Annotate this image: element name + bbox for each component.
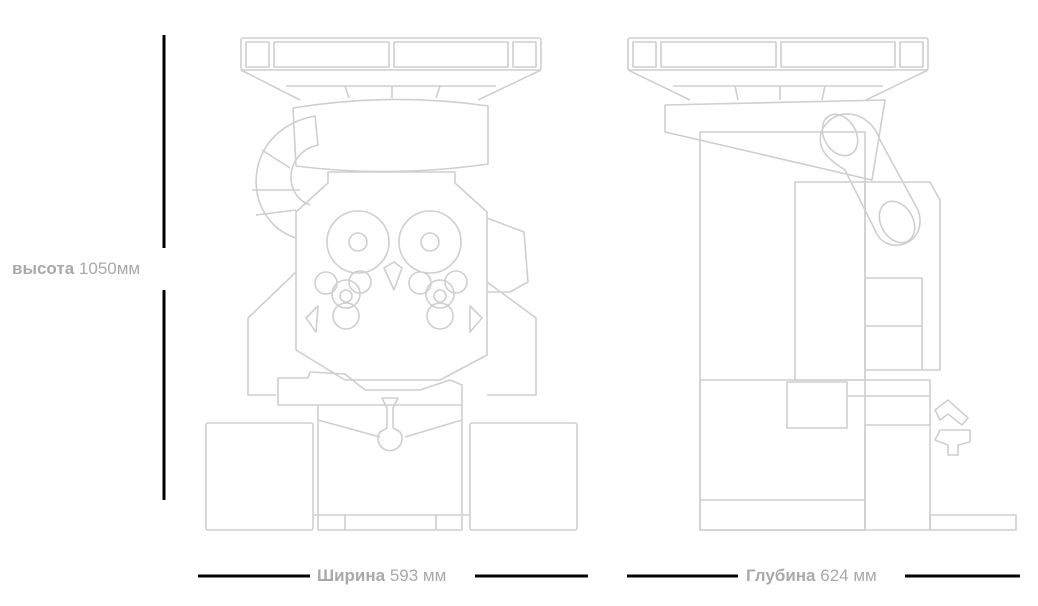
width-label-value: 593 мм <box>389 566 447 585</box>
width-label: Ширина 593 мм <box>317 566 447 586</box>
side-body <box>699 131 866 531</box>
side-foot <box>929 514 1017 531</box>
main-body <box>295 171 488 381</box>
depth-label-value: 624 мм <box>820 566 877 585</box>
side-top-tray <box>627 37 929 101</box>
right-knife <box>408 270 468 330</box>
height-label-name: высота <box>12 259 75 278</box>
side-press-wedge <box>664 99 886 181</box>
depth-label: Глубина 624 мм <box>746 566 877 586</box>
right-bin <box>469 422 578 531</box>
right-side-panel <box>486 217 529 293</box>
side-view <box>627 37 1017 531</box>
top-tray <box>240 37 542 101</box>
front-view <box>205 37 578 531</box>
width-label-name: Ширина <box>317 566 386 585</box>
left-bin <box>205 422 314 531</box>
left-roller <box>326 210 390 274</box>
feeder-arc <box>255 115 319 239</box>
height-label-value: 1050мм <box>78 259 141 278</box>
right-wing <box>486 281 537 396</box>
juice-plate <box>277 371 463 406</box>
depth-label-name: Глубина <box>746 566 816 585</box>
height-label: высота 1050мм <box>12 259 141 279</box>
right-roller <box>398 210 462 274</box>
press-cylinder <box>292 98 489 173</box>
side-tap <box>934 399 971 456</box>
left-wing <box>247 271 297 396</box>
left-knife <box>314 270 372 330</box>
lower-body <box>317 405 463 531</box>
front-tap <box>377 397 403 452</box>
